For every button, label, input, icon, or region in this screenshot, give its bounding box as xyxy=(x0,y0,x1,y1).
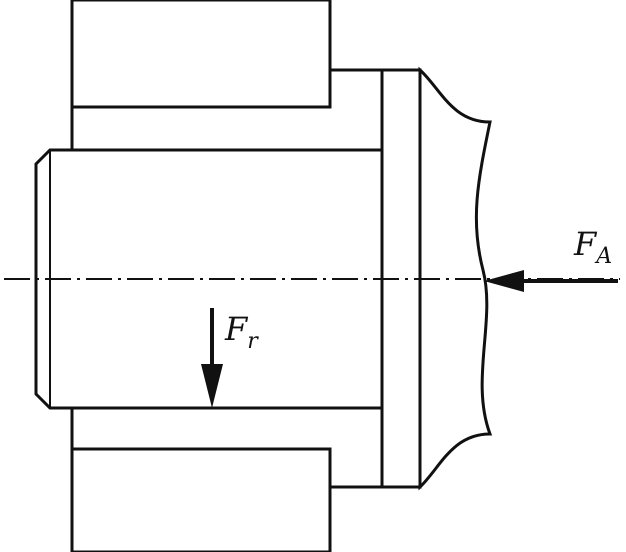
radial-force-symbol: F xyxy=(224,310,249,348)
housing-top xyxy=(70,0,332,109)
shaft-large-section xyxy=(418,66,493,491)
housing-bottom xyxy=(70,447,332,552)
axial-force-symbol: F xyxy=(573,225,598,263)
radial-force-arrowhead xyxy=(201,364,223,408)
axial-force-label: FA xyxy=(573,225,612,269)
axial-force-arrowhead xyxy=(484,270,524,292)
bushing-bottom xyxy=(70,406,384,489)
radial-force-label: Fr xyxy=(224,310,259,354)
radial-force-subscript: r xyxy=(247,329,259,354)
bushing-top xyxy=(70,68,384,152)
axial-force-subscript: A xyxy=(594,244,612,269)
